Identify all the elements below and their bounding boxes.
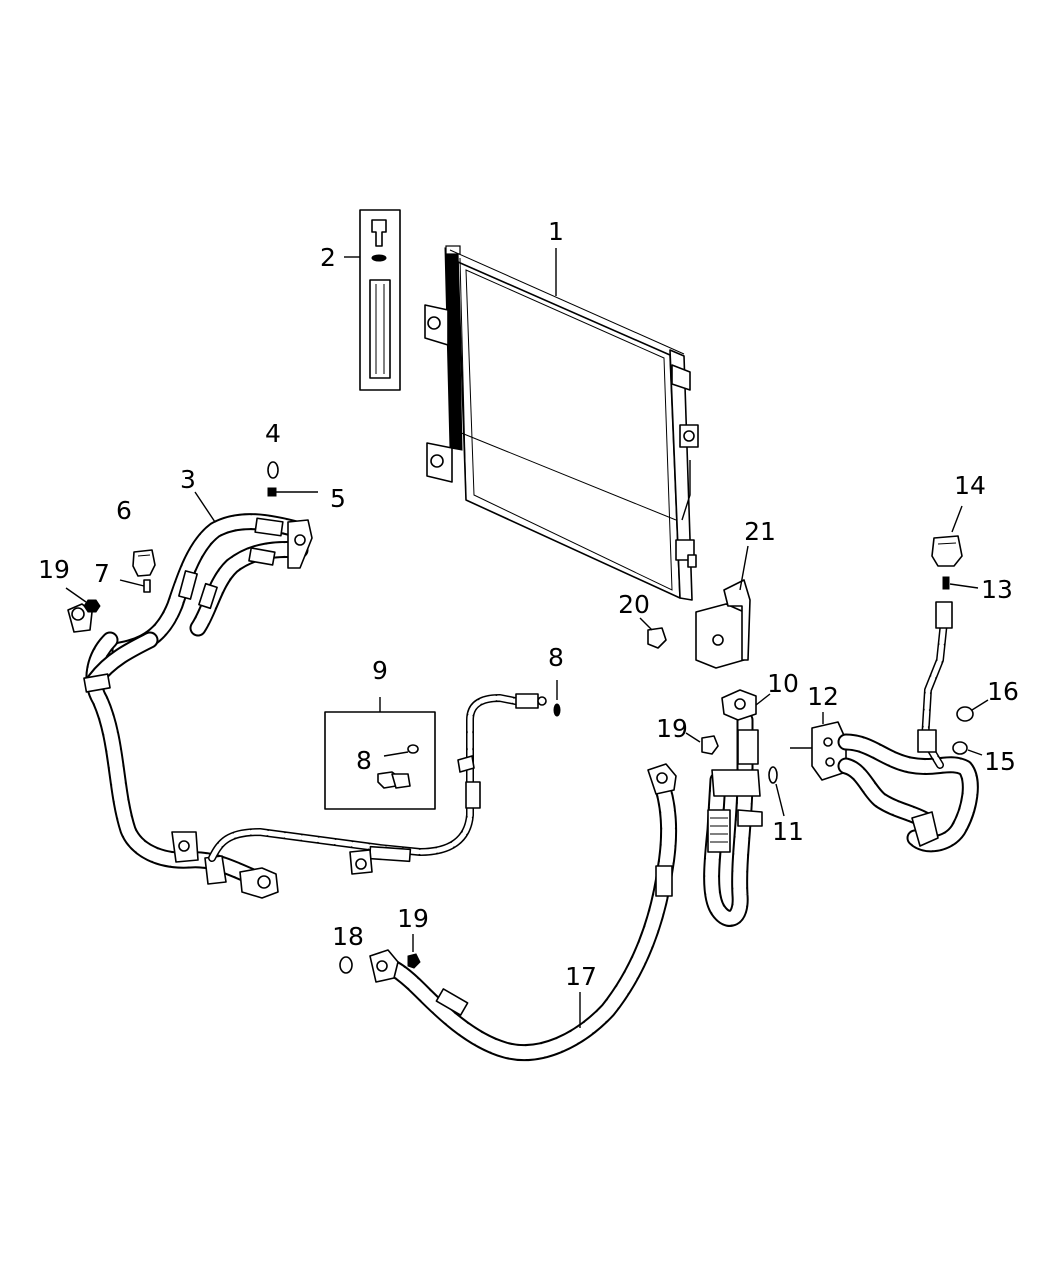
cap-6-part — [132, 549, 156, 577]
callout-18: 18 — [332, 922, 364, 951]
callout-11: 11 — [772, 817, 804, 846]
callout-7: 7 — [94, 559, 110, 588]
line-assembly-17-part — [339, 763, 678, 1062]
callout-2: 2 — [320, 243, 336, 272]
valve-core-5-part — [267, 487, 277, 497]
o-ring-11-part — [768, 766, 778, 784]
callout-21: 21 — [744, 517, 776, 546]
callout-labels: 1 2 3 4 5 6 7 8 8 9 10 11 12 13 14 15 16… — [38, 217, 1019, 991]
callout-13: 13 — [981, 575, 1013, 604]
o-ring-16-part — [956, 706, 974, 722]
bracket-parts — [639, 545, 751, 669]
callout-3: 3 — [180, 465, 196, 494]
o-ring-15-part — [952, 741, 968, 755]
callout-19-a: 19 — [38, 555, 70, 584]
valve-core-13-part — [942, 576, 950, 590]
callout-19-b: 19 — [656, 714, 688, 743]
callout-8-a: 8 — [548, 643, 564, 672]
callout-16: 16 — [987, 677, 1019, 706]
nut-20-part — [647, 627, 667, 649]
o-ring-8-part — [553, 703, 561, 717]
callout-9: 9 — [372, 656, 388, 685]
line-assembly-3-part — [67, 491, 547, 899]
o-ring-4-part — [267, 461, 279, 479]
callout-20: 20 — [618, 590, 650, 619]
small-parts-left — [65, 461, 318, 613]
nut-19-left-part — [83, 599, 101, 613]
callout-5: 5 — [330, 484, 346, 513]
callout-14: 14 — [954, 471, 986, 500]
line-assembly-10-part — [685, 689, 785, 927]
o-ring-18-part — [339, 956, 353, 974]
callout-4: 4 — [265, 419, 281, 448]
nut-19-mid-part — [701, 735, 719, 755]
drier-kit-part — [344, 209, 401, 391]
nut-19-low-part — [407, 953, 421, 969]
callout-1: 1 — [548, 217, 564, 246]
callout-19-c: 19 — [397, 904, 429, 933]
callout-8-b: 8 — [356, 746, 372, 775]
switch-kit-part — [324, 680, 561, 810]
callout-17: 17 — [565, 962, 597, 991]
callout-12: 12 — [807, 682, 839, 711]
callout-6: 6 — [116, 496, 132, 525]
valve-core-7-part — [143, 579, 151, 593]
callout-15: 15 — [984, 747, 1016, 776]
condenser-part — [424, 245, 699, 601]
cap-14-part — [931, 535, 963, 567]
callout-10: 10 — [767, 669, 799, 698]
line-assembly-12-part — [790, 505, 989, 853]
